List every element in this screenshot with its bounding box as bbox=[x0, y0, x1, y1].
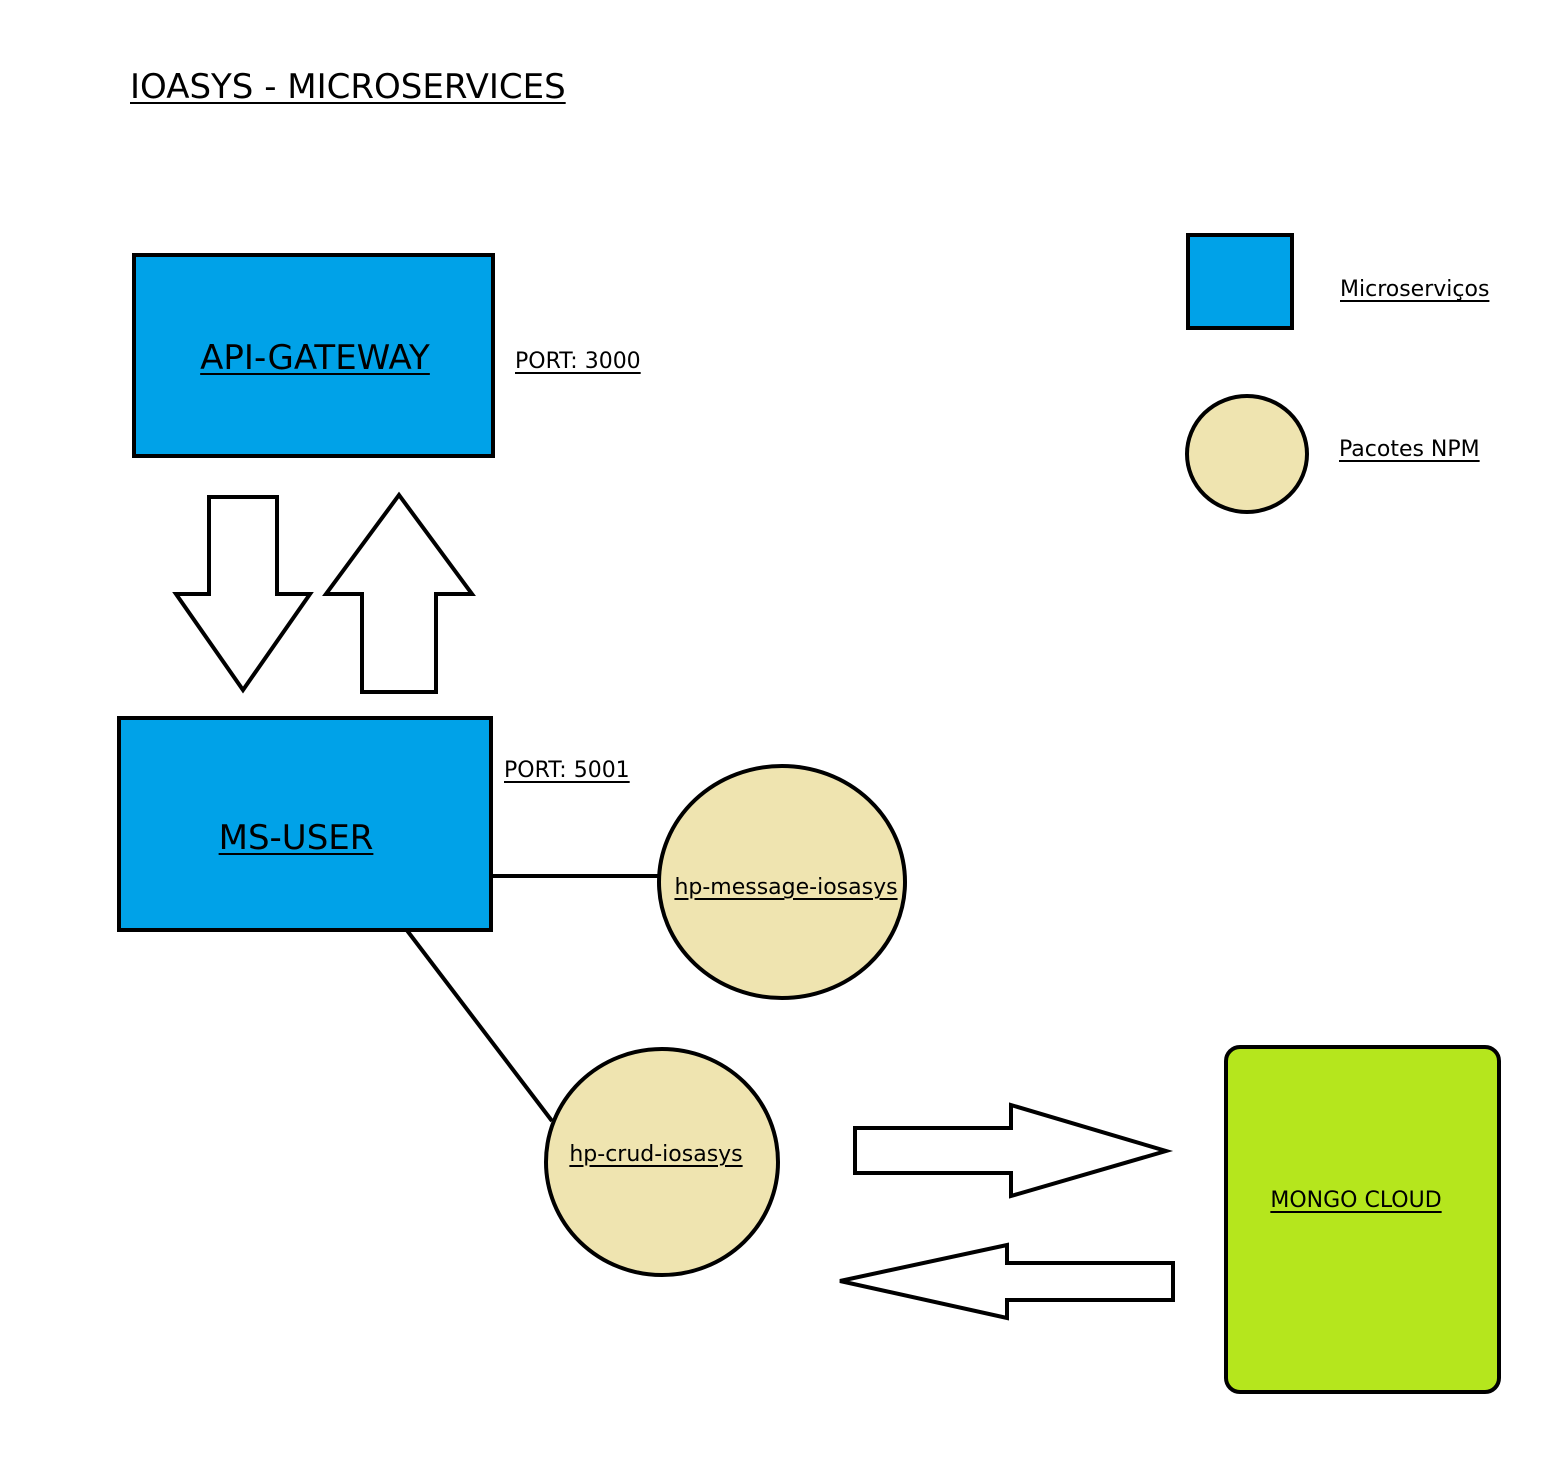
legend-microservices-label: Microserviços bbox=[1340, 277, 1490, 302]
edge-ms-user-hp-crud bbox=[391, 910, 554, 1123]
api-gateway-label: API-GATEWAY bbox=[200, 338, 430, 378]
api-gateway-port: PORT: 3000 bbox=[515, 349, 641, 374]
arrow-right-crud-to-mongo bbox=[853, 1102, 1174, 1199]
mongo-cloud-box[interactable] bbox=[1224, 1045, 1501, 1394]
arrow-left-mongo-to-crud bbox=[839, 1242, 1175, 1321]
hp-crud-circle[interactable] bbox=[544, 1047, 780, 1277]
mongo-cloud-label: MONGO CLOUD bbox=[1270, 1188, 1442, 1213]
hp-crud-label: hp-crud-iosasys bbox=[569, 1142, 743, 1167]
ms-user-port: PORT: 5001 bbox=[504, 758, 630, 783]
arrow-up-user-to-gateway bbox=[322, 491, 476, 694]
api-gateway-box[interactable] bbox=[132, 253, 495, 458]
ms-user-label: MS-USER bbox=[218, 818, 374, 858]
hp-message-label: hp-message-iosasys bbox=[674, 875, 898, 900]
ms-user-box[interactable] bbox=[117, 716, 493, 932]
legend-npm-circle bbox=[1185, 394, 1309, 514]
hp-message-circle[interactable] bbox=[657, 764, 907, 1000]
legend-microservice-square bbox=[1186, 233, 1294, 330]
legend-npm-label: Pacotes NPM bbox=[1339, 437, 1480, 462]
page-title: IOASYS - MICROSERVICES bbox=[130, 67, 566, 107]
arrow-down-gateway-to-user bbox=[172, 495, 314, 694]
